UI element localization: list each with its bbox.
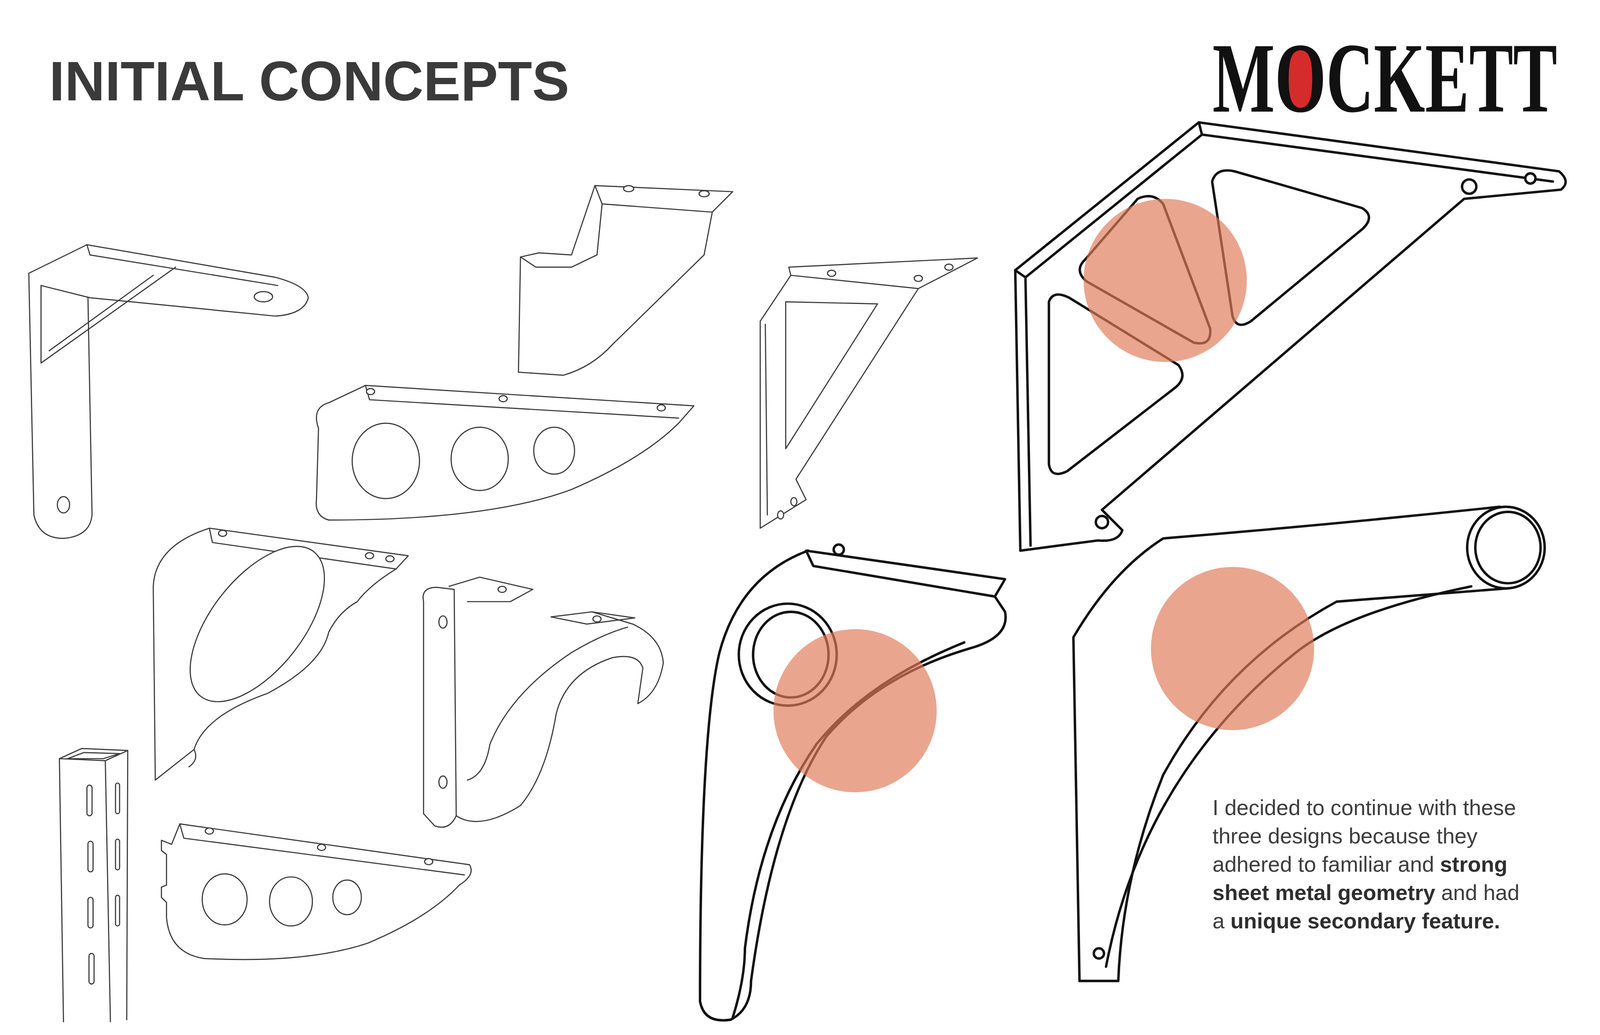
bracket-outline [28, 245, 309, 317]
screw-hole [424, 858, 433, 865]
page-title: INITIAL CONCEPTS [49, 53, 570, 110]
bracket-outline [1015, 122, 1566, 551]
screw-hole [592, 616, 602, 623]
upright-slot [89, 953, 95, 985]
upright-slot [115, 895, 120, 927]
round-cutout [332, 880, 362, 915]
l-bracket-sketch [28, 245, 309, 539]
screw-hole [1093, 948, 1104, 959]
bracket-outline [365, 385, 679, 418]
screw-hole [827, 270, 836, 277]
design-note: I decided to continue with these three d… [1212, 793, 1559, 936]
bracket-outline [179, 824, 465, 875]
bracket-outline [467, 612, 635, 781]
bracket-outline [456, 612, 664, 822]
screw-hole [218, 530, 227, 537]
screw-hole [1525, 173, 1536, 184]
bracket-outline [788, 257, 978, 289]
screw-hole [699, 190, 710, 198]
bracket-outline [595, 185, 733, 213]
z-bracket-sketch [518, 185, 733, 376]
screw-hole [777, 511, 784, 520]
screw-hole [1462, 179, 1477, 194]
hook-bracket-sketch [422, 577, 664, 828]
screw-hole [914, 275, 923, 282]
screw-hole [790, 497, 798, 507]
screw-hole [945, 264, 954, 271]
screw-hole [205, 828, 214, 835]
bracket-outline [760, 275, 919, 529]
bracket-outline [316, 385, 694, 520]
tube-end [1475, 512, 1541, 584]
highlight-circle [1150, 567, 1315, 731]
screw-hole [623, 185, 634, 193]
hook-in-bracket-sketch [161, 824, 471, 960]
bracket-outline [1073, 507, 1500, 982]
tube-end [1467, 507, 1545, 589]
screw-hole [833, 544, 844, 555]
screw-hole [57, 496, 70, 513]
selected-tube-bracket [1073, 507, 1545, 982]
bracket-outline [765, 302, 878, 516]
screw-hole [385, 555, 395, 563]
screw-hole [254, 291, 273, 302]
upright-slot [115, 839, 120, 870]
bracket-outline [28, 273, 93, 539]
screw-hole [365, 552, 374, 560]
bracket-outline [518, 204, 713, 376]
round-cutout [533, 427, 575, 475]
round-cutout [202, 874, 248, 925]
screw-hole [366, 388, 375, 395]
screw-hole [497, 586, 507, 593]
screw-hole [317, 844, 326, 851]
round-cutout [451, 427, 509, 491]
oval-cutout [164, 523, 350, 725]
bracket-outline [806, 550, 1005, 597]
bracket-outline [520, 185, 595, 258]
bracket-outline [40, 245, 278, 364]
bracket-outline [1015, 122, 1553, 546]
circle-cutout-bracket-sketch [316, 385, 694, 520]
highlight-circle [1083, 198, 1248, 363]
screw-hole [499, 395, 508, 403]
round-cutout [352, 423, 420, 499]
bracket-outline [700, 550, 1006, 1021]
bracket-outline [422, 587, 457, 828]
selected-triangle-bracket [1015, 122, 1566, 551]
upright-slot [87, 785, 93, 816]
highlight-circle [773, 629, 937, 793]
bracket-outline [161, 824, 471, 960]
screw-hole [657, 405, 666, 412]
selected-ring-bracket [700, 544, 1006, 1021]
bracket-outline [449, 577, 533, 603]
brand-logo: MOCKETT [1212, 27, 1558, 128]
screw-hole [438, 776, 448, 789]
oval-cutout-bracket-sketch [153, 523, 409, 781]
screw-hole [1095, 516, 1108, 529]
slotted-upright-sketch [59, 748, 128, 1023]
triangle-frame-bracket-sketch [760, 257, 978, 529]
upright-slot [87, 897, 93, 928]
round-cutout [269, 877, 313, 927]
emphasis-text: unique secondary feature. [1230, 909, 1500, 934]
screw-hole [438, 616, 448, 629]
upright-slot [87, 841, 93, 873]
upright-slot [115, 783, 120, 814]
upright-outline [59, 748, 128, 1023]
